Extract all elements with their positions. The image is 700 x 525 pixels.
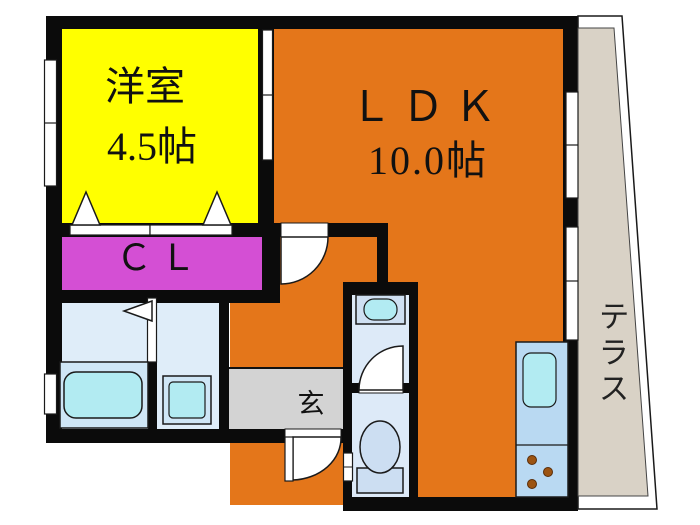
kitchen-sink <box>522 352 557 408</box>
washroom-door <box>358 345 404 394</box>
wall <box>148 360 157 434</box>
window-terrace-lower <box>565 226 579 341</box>
western-room-label: 洋室 <box>105 64 185 109</box>
ldk-label: ＬＤＫ <box>349 85 506 131</box>
kitchen-counter <box>515 341 569 498</box>
window-left-lower <box>43 373 58 415</box>
room-closet-floor <box>56 226 268 296</box>
ldk-door <box>280 222 329 285</box>
wall <box>343 282 418 295</box>
western-room-size: 4.5帖 <box>107 124 197 169</box>
wall <box>343 497 578 511</box>
room-entrance-floor <box>228 367 346 434</box>
wall <box>262 223 280 303</box>
bathtub <box>59 361 149 429</box>
closet-sliding-door <box>69 190 233 236</box>
room-western-floor <box>56 26 262 226</box>
terrace-label: テラス <box>593 300 629 408</box>
stove-burners <box>527 455 553 489</box>
sliding-door-western-ldk <box>261 29 274 161</box>
toilet <box>356 420 404 494</box>
wall <box>409 282 418 510</box>
vanity-sink <box>355 294 406 325</box>
ldk-size: 10.0帖 <box>368 138 488 183</box>
entrance-door <box>284 428 342 482</box>
washing-machine-pan <box>162 375 212 425</box>
window-toilet <box>342 452 354 482</box>
wall <box>46 16 578 29</box>
wall <box>377 223 388 289</box>
window-left-upper <box>43 59 58 187</box>
closet-label: ＣＬ <box>115 238 204 278</box>
wall <box>219 290 229 434</box>
wall <box>46 429 352 443</box>
bathroom-folding-door <box>121 297 158 363</box>
wall <box>343 282 352 510</box>
entrance-label: 玄 <box>297 389 325 419</box>
window-terrace-upper <box>565 91 579 199</box>
